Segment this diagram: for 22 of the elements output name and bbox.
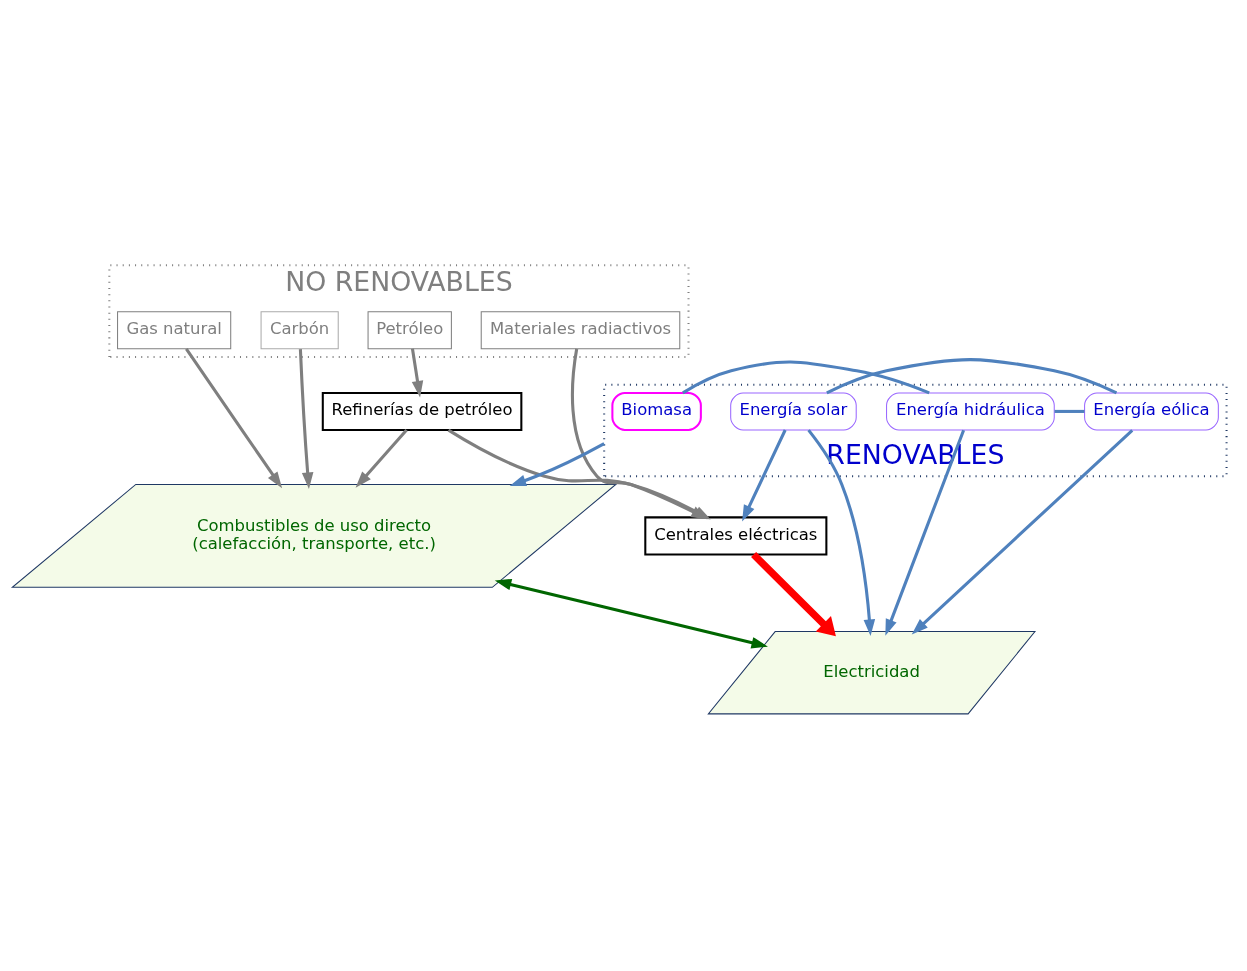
- arrow: [742, 429, 787, 522]
- arrow: [494, 578, 768, 649]
- node-box: Centrales eléctricas: [644, 516, 828, 556]
- arrow: [885, 429, 966, 636]
- node-box: Refinerías de petróleo: [321, 391, 523, 431]
- arrow: [911, 429, 1134, 635]
- node-box: Biomasa: [611, 391, 702, 431]
- node-box: Energía hidráulica: [886, 392, 1055, 431]
- node-box: Gas natural: [117, 311, 232, 350]
- connector: [826, 358, 1118, 395]
- node-box: Energía eólica: [1084, 392, 1219, 431]
- arrow: [509, 442, 605, 487]
- node-box: Petróleo: [367, 311, 452, 350]
- node-box: Materiales radiactivos: [480, 311, 681, 350]
- arrow: [355, 428, 408, 488]
- arrow: [807, 429, 876, 636]
- arrow: [298, 349, 314, 490]
- connector: [1054, 409, 1085, 413]
- arrow: [751, 552, 836, 637]
- arrow: [410, 348, 424, 398]
- node-box: Carbón: [260, 311, 339, 350]
- node-box: Energía solar: [730, 392, 857, 431]
